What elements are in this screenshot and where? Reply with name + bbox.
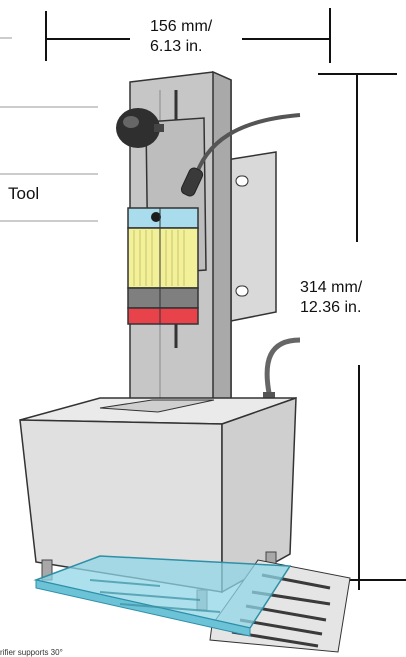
calibration-plate <box>33 555 292 637</box>
knob <box>116 108 164 148</box>
base-block <box>19 396 297 594</box>
height-dimension-label: 314 mm/ 12.36 in. <box>300 278 362 318</box>
width-in: 6.13 in. <box>150 38 203 55</box>
height-in: 12.36 in. <box>300 299 362 316</box>
width-dimension-lines <box>45 8 331 63</box>
tool-label: Tool <box>8 184 40 203</box>
callout-lines <box>0 37 98 222</box>
scanner-device <box>127 207 199 325</box>
height-mm: 314 mm/ <box>300 279 363 296</box>
footnote: rifier supports 30° <box>0 648 63 657</box>
width-dimension-label: 156 mm/ 6.13 in. <box>150 17 212 57</box>
height-dimension-lines <box>318 73 406 590</box>
scanner-cable <box>180 113 301 197</box>
width-mm: 156 mm/ <box>150 18 213 35</box>
